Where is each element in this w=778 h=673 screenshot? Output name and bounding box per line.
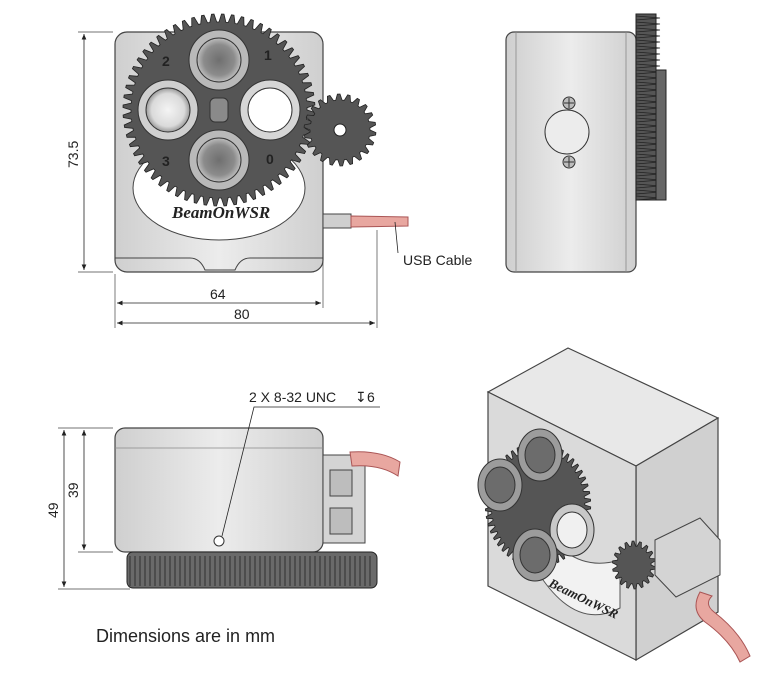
side-small-gear — [655, 69, 667, 201]
thread-leader-line — [221, 406, 380, 537]
usb-cable-label: USB Cable — [403, 252, 472, 268]
thread-depth-symbol: ↧ — [355, 389, 367, 405]
iso-lens-left — [477, 458, 523, 512]
filter-number-0: 0 — [266, 151, 274, 167]
front-filter-lens-left — [137, 79, 199, 141]
bottom-gear-teeth — [129, 556, 371, 586]
front-view: BeamOnWSR 2 1 3 0 USB Cable — [65, 13, 472, 328]
width-80-label: 80 — [234, 306, 250, 322]
front-usb-connector — [322, 213, 352, 229]
side-view — [505, 13, 667, 273]
bottom-gear-band — [126, 551, 378, 589]
isometric-view: BeamOnWSR — [477, 347, 751, 663]
height-73-5-label: 73.5 — [65, 141, 81, 168]
side-window — [544, 109, 590, 155]
filter-number-1: 1 — [264, 47, 272, 63]
front-usb-cable — [350, 215, 409, 228]
units-note: Dimensions are in mm — [96, 626, 276, 646]
filter-number-3: 3 — [162, 153, 170, 169]
filter-number-2: 2 — [162, 53, 170, 69]
front-filter-lens-right — [239, 79, 301, 141]
bottom-body — [114, 427, 324, 553]
iso-connector — [654, 517, 721, 598]
bottom-view: 2 X 8-32 UNC ↧ 6 49 39 — [45, 389, 401, 590]
front-center-hub — [209, 97, 229, 123]
iso-drive-gear — [612, 540, 656, 590]
dim-height-39: 39 — [65, 430, 113, 553]
front-foot — [115, 257, 323, 271]
thread-depth-value: 6 — [367, 389, 375, 405]
height-39-label: 39 — [65, 482, 81, 498]
bottom-usb-cable — [349, 451, 401, 477]
thread-callout: 2 X 8-32 UNC — [249, 389, 336, 405]
iso-small-gear-teeth — [612, 540, 656, 590]
front-brand-label: BeamOnWSR — [171, 203, 270, 222]
side-gear-stack — [635, 13, 667, 201]
bottom-gear-row — [126, 551, 378, 589]
mounting-hole — [213, 535, 225, 547]
dim-height-73-5: 73.5 — [65, 31, 113, 273]
iso-usb-cable — [695, 591, 751, 663]
side-screw-bottom — [562, 155, 576, 169]
front-filter-lens-top — [188, 29, 250, 91]
dim-width-64: 64 — [114, 236, 324, 328]
height-49-label: 49 — [45, 502, 61, 518]
iso-lens-top — [517, 428, 563, 482]
dim-width-80: 80 — [117, 230, 378, 328]
iso-lens-right — [549, 503, 595, 557]
cable-leader-line — [394, 221, 399, 254]
front-drive-gear — [303, 93, 377, 167]
iso-lens-bottom — [512, 528, 558, 582]
front-filter-lens-bottom — [188, 129, 250, 191]
small-gear-hub — [333, 123, 347, 137]
side-screw-top — [562, 96, 576, 110]
dim-height-49: 49 — [45, 427, 130, 590]
width-64-label: 64 — [210, 286, 226, 302]
